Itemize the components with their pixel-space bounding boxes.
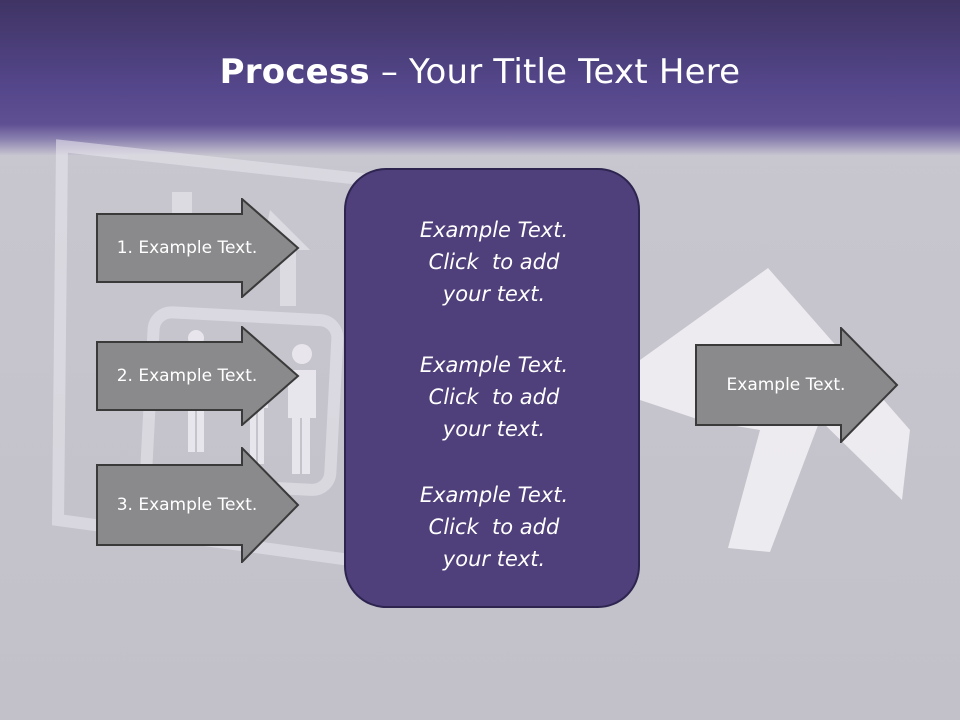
process-step-2[interactable]: 2. Example Text. <box>96 326 300 426</box>
center-block-2-line-1: Example Text. <box>419 353 569 377</box>
title-separator: – <box>369 52 410 92</box>
process-step-3[interactable]: 3. Example Text. <box>96 447 300 563</box>
center-block-1-line-1: Example Text. <box>419 218 569 242</box>
process-step-1[interactable]: 1. Example Text. <box>96 198 300 298</box>
center-block-1-line-2: Click to add <box>428 250 560 274</box>
center-text-block-2[interactable]: Example Text. Click to add your text. <box>346 349 642 445</box>
arrow-shape-3 <box>96 447 300 563</box>
center-text-block-3[interactable]: Example Text. Click to add your text. <box>346 479 642 575</box>
arrow-shape-1 <box>96 198 300 298</box>
page-title: Process – Your Title Text Here <box>0 52 960 92</box>
center-block-2-line-2: Click to add <box>428 385 560 409</box>
process-result-label: Example Text. <box>726 375 846 395</box>
center-block-2-line-3: your text. <box>442 417 546 441</box>
center-block-3-line-2: Click to add <box>428 515 560 539</box>
title-bold: Process <box>219 52 370 92</box>
header-band <box>0 0 960 155</box>
center-block-3-line-3: your text. <box>442 547 546 571</box>
process-result[interactable]: Example Text. <box>695 327 899 443</box>
process-step-2-label: 2. Example Text. <box>116 366 258 386</box>
process-step-3-label: 3. Example Text. <box>116 495 258 515</box>
center-block-3-line-1: Example Text. <box>419 483 569 507</box>
arrow-shape-2 <box>96 326 300 426</box>
arrow-shape-result <box>695 327 899 443</box>
title-rest: Your Title Text Here <box>409 52 741 92</box>
center-process-box[interactable]: Example Text. Click to add your text. Ex… <box>344 168 640 608</box>
process-step-1-label: 1. Example Text. <box>116 238 258 258</box>
center-block-1-line-3: your text. <box>442 282 546 306</box>
center-text-block-1[interactable]: Example Text. Click to add your text. <box>346 214 642 310</box>
